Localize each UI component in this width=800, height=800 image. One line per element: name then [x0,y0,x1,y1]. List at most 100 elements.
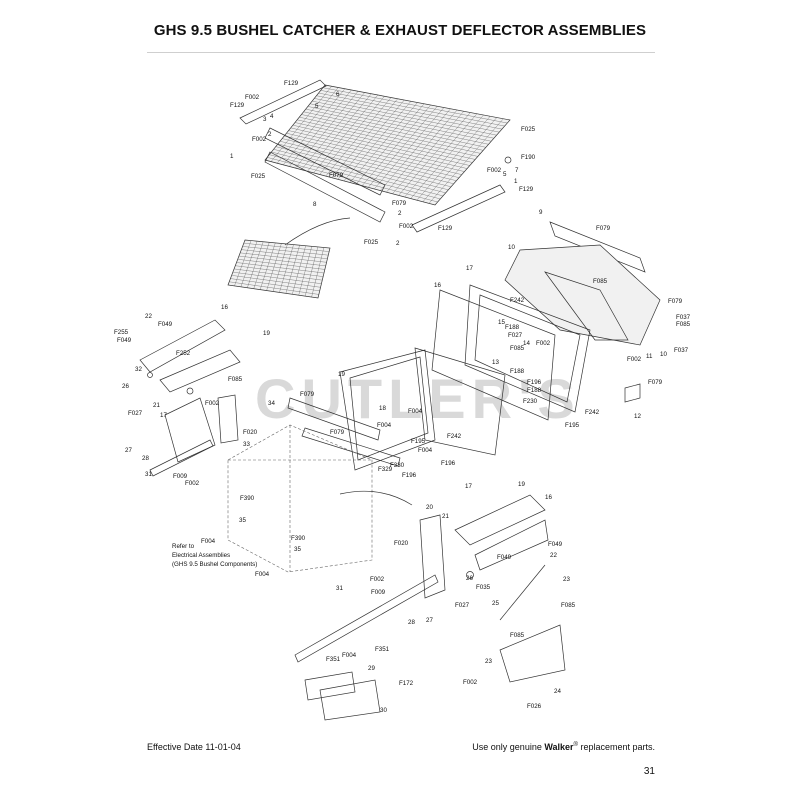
callout: 4 [270,113,274,120]
mesh-screen-panel [264,84,511,206]
callout: F049 [158,321,173,328]
mesh-line [355,103,425,185]
callout: F390 [240,495,255,502]
mesh-line [286,133,462,175]
callout: F004 [418,447,433,454]
callout: F085 [561,602,576,609]
callout: F037 [674,347,689,354]
watermark: CUTLER'S [255,367,581,430]
callout: 17 [466,265,473,272]
bushing [186,387,194,395]
mesh-line [416,116,491,201]
callout: F020 [243,429,258,436]
note-line-1: Refer to [172,543,195,550]
mesh-line [285,245,300,294]
callout: 30 [380,707,387,714]
registered-mark: ® [573,742,578,748]
left-strap-33 [217,394,239,444]
callout: 16 [545,494,552,501]
callout: F252 [176,350,191,357]
callout: F129 [230,102,245,109]
callout: F002 [399,223,414,230]
callout: F242 [585,409,600,416]
left-plate-17 [164,397,216,463]
note-line-2: Electrical Assemblies [172,552,230,559]
callout: 35 [239,517,246,524]
callout: 7 [515,167,519,174]
callout: F079 [648,379,663,386]
callout: F002 [536,340,551,347]
callout: 5 [315,103,319,110]
callout: F172 [399,680,414,687]
callout: F002 [487,167,502,174]
right-bracket-16 [474,519,549,571]
mesh-line [232,271,322,284]
mesh-line [368,106,438,188]
callout: 1 [514,178,518,185]
screen-lid-assembly [239,79,512,233]
callout: F049 [548,541,563,548]
callout: F002 [463,679,478,686]
screen-mesh-grid [267,86,508,204]
preview-mesh-grid [229,240,330,298]
screen-rail-bottom [411,184,506,233]
callout: 26 [466,575,473,582]
callout: 17 [160,412,167,419]
callout: 15 [498,319,505,326]
deflector-plate [431,289,556,421]
title-divider [147,52,655,53]
mesh-line [428,118,504,204]
callout: F079 [329,172,344,179]
callout: 25 [492,600,499,607]
callout: 10 [660,351,667,358]
callout: 19 [263,330,270,337]
callout: 16 [434,282,441,289]
callout: F004 [408,408,423,415]
callouts-frame-left: 22 F049 16 F255 F252 19 F049 32 26 F085 … [114,304,270,487]
callout: 2 [398,210,402,217]
callout: 14 [523,340,530,347]
callout: F002 [627,356,642,363]
callout: F351 [326,656,341,663]
callout: F025 [521,126,536,133]
callout: 21 [442,513,449,520]
callout: F049 [497,554,512,561]
callout: 28 [408,619,415,626]
callout: 27 [426,617,433,624]
callout: F049 [117,337,132,344]
callout: F230 [523,398,538,405]
callout: F255 [114,329,129,336]
callouts-deflector: 9 F079 10 17 F085 16 F242 15 F188 F027 1… [434,209,691,429]
catcher-box-edges [228,425,372,572]
callout: F035 [476,584,491,591]
callout: 22 [550,552,557,559]
callout: F037 [676,314,691,321]
callout: 12 [634,413,641,420]
mesh-line [374,107,445,190]
callout: F196 [527,379,542,386]
callout: F129 [284,80,299,87]
knob [504,156,512,164]
callout: 21 [153,402,160,409]
callout: F079 [392,200,407,207]
callout: F242 [510,297,525,304]
callout: F027 [128,410,143,417]
page-title: GHS 9.5 BUSHEL CATCHER & EXHAUST DEFLECT… [153,22,647,39]
screen-rail-top [239,79,327,125]
callout: 28 [142,455,149,462]
callouts-frame-right: 17 19 16 20 21 F020 F049 22 26 F035 F049… [326,481,576,714]
left-frame-parts [139,319,241,477]
mesh-line [404,113,478,198]
callout: 23 [485,658,492,665]
mesh-line [292,125,470,166]
frame-right-panel [414,347,506,456]
callout: F079 [330,429,345,436]
replacement-prefix: Use only genuine [472,742,545,752]
mesh-line [392,111,464,194]
callout: F004 [255,571,270,578]
callout: 1 [230,153,234,160]
callout: 19 [338,371,345,378]
callout: F004 [342,652,357,659]
callout: F195 [565,422,580,429]
